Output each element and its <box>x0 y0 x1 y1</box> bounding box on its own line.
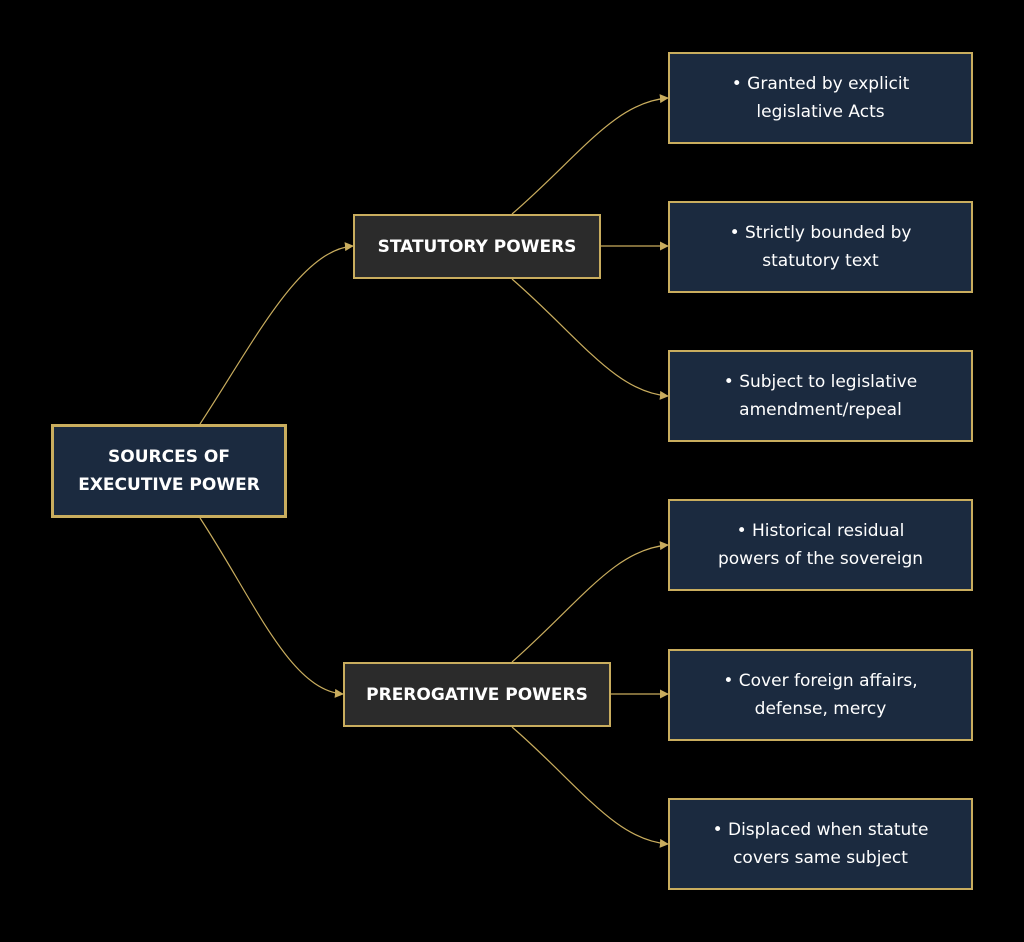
root-label-line-1: SOURCES OF <box>108 447 230 467</box>
connector-prerogative-leaf-3 <box>511 726 669 848</box>
leaf-node-statutory-2: • Strictly bounded by statutory text <box>668 201 973 293</box>
root-node: SOURCES OF EXECUTIVE POWER <box>51 424 287 518</box>
connector-statutory-leaf-3 <box>511 278 669 400</box>
leaf-text: • Displaced when statute covers same sub… <box>712 820 929 868</box>
leaf-text: • Strictly bounded by statutory text <box>729 223 912 271</box>
branch-label-statutory: STATUTORY POWERS <box>377 236 577 257</box>
connector-root-statutory <box>199 242 354 425</box>
root-label: SOURCES OF EXECUTIVE POWER <box>78 443 260 499</box>
leaf-node-statutory-1: • Granted by explicit legislative Acts <box>668 52 973 144</box>
root-label-line-2: EXECUTIVE POWER <box>78 475 260 495</box>
leaf-node-prerogative-3: • Displaced when statute covers same sub… <box>668 798 973 890</box>
leaf-node-statutory-3: • Subject to legislative amendment/repea… <box>668 350 973 442</box>
branch-label-prerogative: PREROGATIVE POWERS <box>366 684 588 705</box>
connector-root-prerogative <box>199 517 344 698</box>
leaf-text: • Cover foreign affairs, defense, mercy <box>723 671 918 719</box>
branch-node-prerogative: PREROGATIVE POWERS <box>343 662 611 727</box>
connector-prerogative-leaf-1 <box>511 541 669 663</box>
connector-statutory-leaf-1 <box>511 94 669 215</box>
leaf-text: • Historical residual powers of the sove… <box>717 521 924 569</box>
leaf-text: • Subject to legislative amendment/repea… <box>723 372 918 420</box>
leaf-text: • Granted by explicit legislative Acts <box>731 74 910 122</box>
branch-node-statutory: STATUTORY POWERS <box>353 214 601 279</box>
leaf-node-prerogative-2: • Cover foreign affairs, defense, mercy <box>668 649 973 741</box>
leaf-node-prerogative-1: • Historical residual powers of the sove… <box>668 499 973 591</box>
